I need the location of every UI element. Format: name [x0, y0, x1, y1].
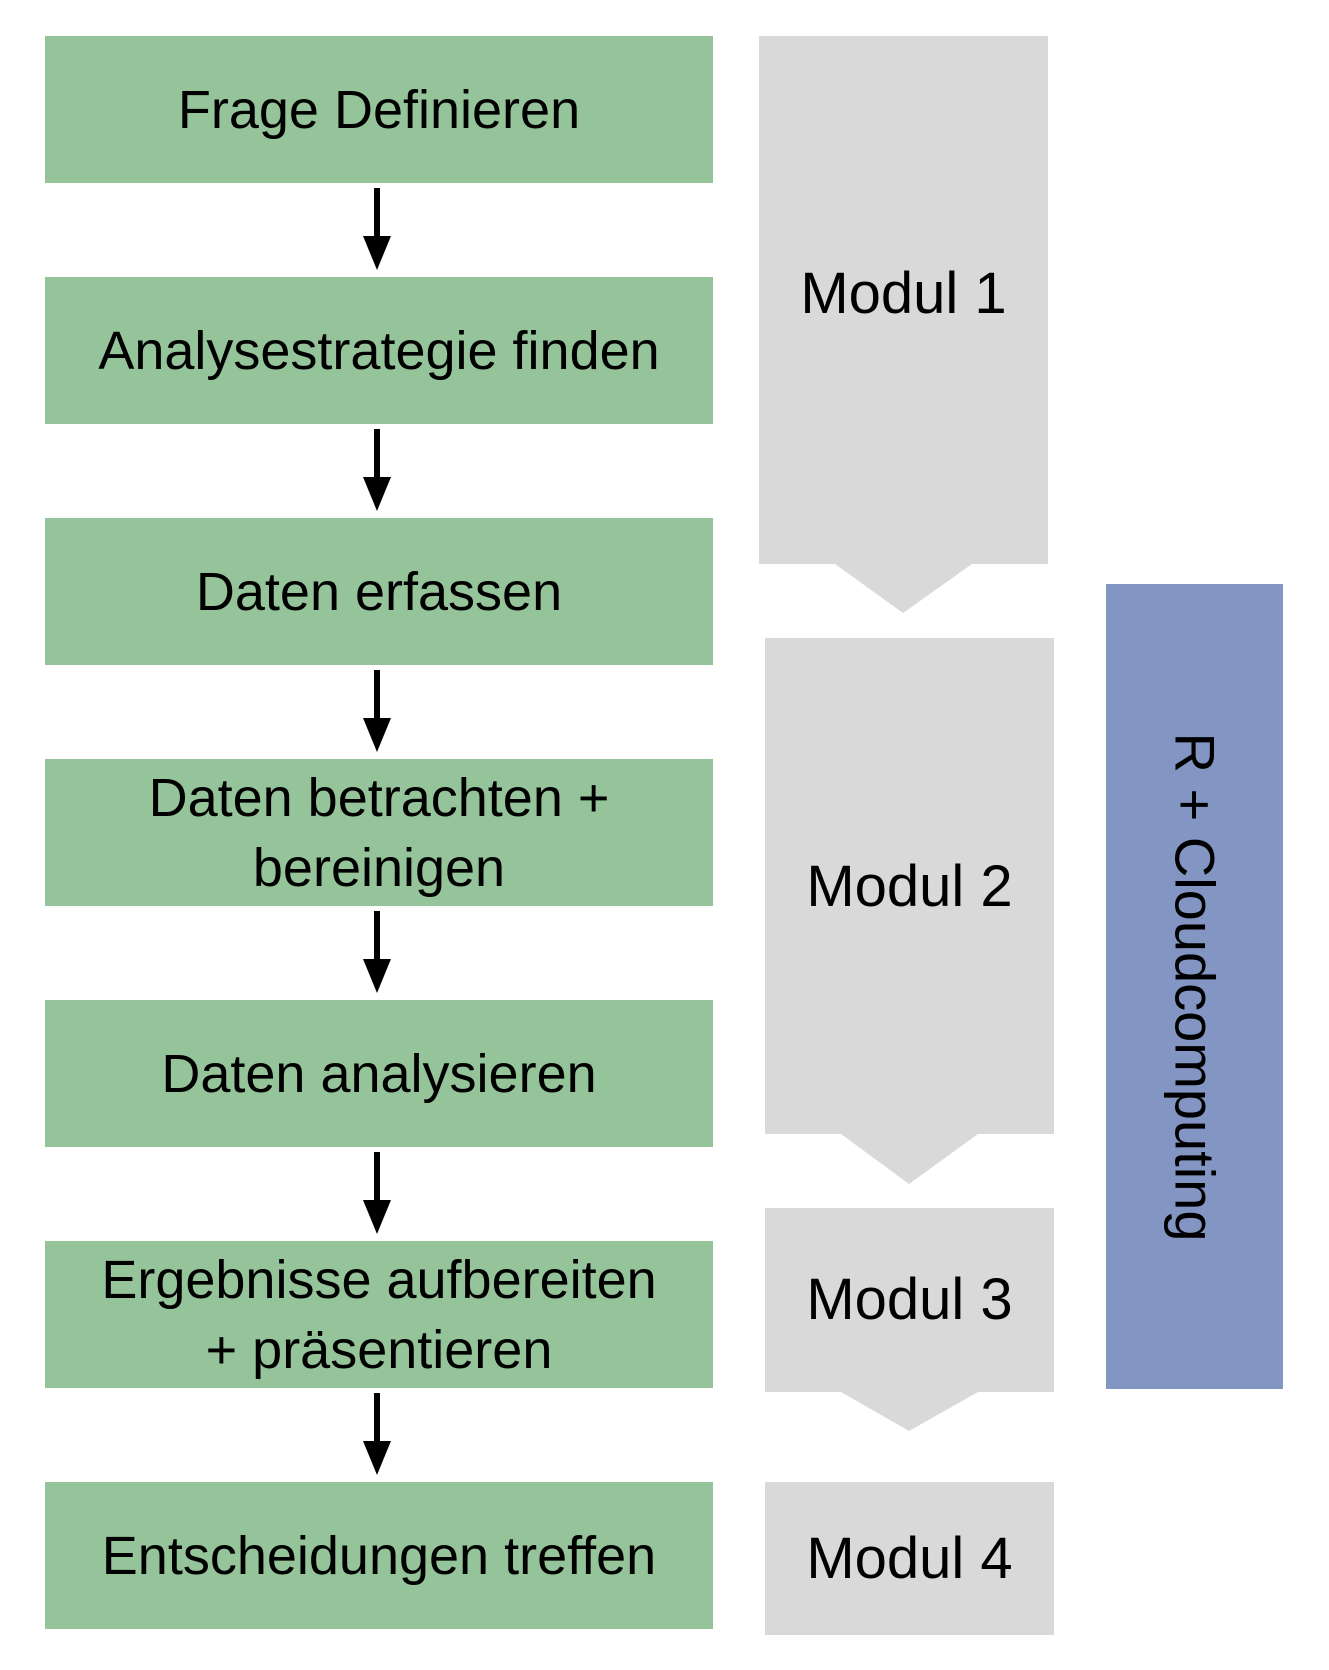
step-daten-betrachten-bereinigen: Daten betrachten + bereinigen [45, 759, 713, 906]
down-arrow-icon [363, 1393, 391, 1475]
step-label: Analysestrategie finden [98, 320, 660, 381]
step-daten-erfassen: Daten erfassen [45, 518, 713, 665]
module-label: Modul 3 [806, 1267, 1013, 1332]
step-label: Ergebnisse aufbereiten + präsentieren [101, 1249, 657, 1380]
module-label: Modul 1 [800, 260, 1007, 326]
down-arrow-icon [363, 429, 391, 511]
down-arrow-icon [363, 1152, 391, 1234]
chevron-shape [765, 1208, 1054, 1431]
module-3-chevron: Modul 3 [765, 1208, 1054, 1431]
step-label: Entscheidungen treffen [101, 1525, 657, 1586]
step-daten-analysieren: Daten analysieren [45, 1000, 713, 1147]
step-ergebnisse-aufbereiten: Ergebnisse aufbereiten + präsentieren [45, 1241, 713, 1388]
step-frage-definieren: Frage Definieren [45, 36, 713, 183]
step-label: Daten erfassen [195, 561, 563, 622]
down-arrow-icon [363, 670, 391, 752]
module-label: Modul 4 [806, 1526, 1013, 1591]
step-label: Frage Definieren [177, 79, 581, 140]
down-arrow-icon [363, 188, 391, 270]
step-label: Daten analysieren [161, 1043, 597, 1104]
step-analysestrategie-finden: Analysestrategie finden [45, 277, 713, 424]
down-arrow-icon [363, 911, 391, 993]
chevron-shape [759, 36, 1048, 613]
step-label: Daten betrachten + bereinigen [148, 767, 610, 898]
module-2-chevron: Modul 2 [765, 638, 1054, 1184]
module-1-chevron: Modul 1 [759, 36, 1048, 613]
chevron-shape [765, 638, 1054, 1184]
module-label: Modul 2 [806, 853, 1013, 919]
side-bar-label: R + Cloudcomputing [1163, 732, 1226, 1241]
r-cloudcomputing-bar: R + Cloudcomputing [1106, 584, 1283, 1389]
module-4-box: Modul 4 [765, 1482, 1054, 1635]
step-entscheidungen-treffen: Entscheidungen treffen [45, 1482, 713, 1629]
